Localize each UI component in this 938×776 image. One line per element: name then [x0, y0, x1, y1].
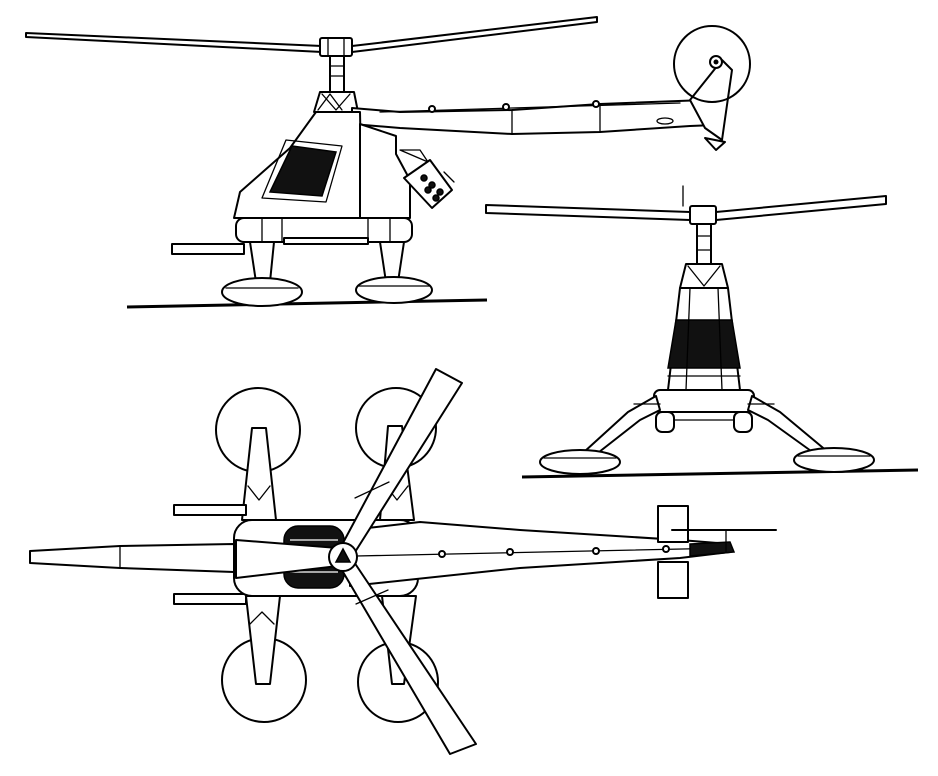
- side-view-rotor-blade-right: [351, 16, 598, 53]
- side-view-tail-boom: [351, 99, 716, 135]
- front-view-windshield: [667, 319, 741, 369]
- side-view-cabin-window: [268, 145, 337, 197]
- top-view-shaft-bearing: [438, 550, 446, 558]
- side-view-shaft-bearing: [592, 100, 600, 108]
- top-view-stabilizer-left: [657, 505, 689, 543]
- side-view-rotor-blade-left: [25, 32, 323, 53]
- side-view-main-rotor: [25, 16, 598, 57]
- side-view-landing-gear: [171, 217, 433, 307]
- side-view-engine-cylinder: [420, 174, 428, 182]
- top-view-main-rotor: [235, 368, 477, 755]
- side-view-engine: [403, 159, 455, 209]
- front-view-right-strut: [747, 395, 829, 457]
- side-view-rear-gear-leg: [379, 241, 405, 283]
- side-view-pylon-truss: [317, 93, 343, 111]
- front-view-lower-pod-left: [655, 411, 675, 433]
- front-view-fuselage: [653, 287, 755, 433]
- side-view-engine-cylinder: [424, 186, 432, 194]
- top-view-stabilizer-right: [657, 561, 689, 599]
- front-view-left-strut: [583, 395, 661, 457]
- front-view-rotor-blade-left: [485, 204, 691, 221]
- side-view-front-gear-leg: [249, 241, 275, 283]
- side-view: [25, 16, 751, 309]
- side-view-engine-cylinder: [428, 181, 436, 189]
- side-view-rotor-hub: [319, 37, 353, 57]
- top-view-fuselage-nose: [29, 543, 235, 573]
- front-view-cabin-edge: [717, 287, 723, 391]
- side-view-boom-vent: [656, 117, 674, 125]
- side-view-shaft-bearing: [502, 103, 510, 111]
- side-view-rotor-mast: [313, 55, 359, 113]
- top-view-shaft-bearing: [592, 547, 600, 555]
- front-view-mast-shaft: [696, 223, 712, 265]
- top-view-tail-cone: [689, 541, 736, 557]
- front-view-main-rotor: [485, 185, 887, 225]
- front-view-rotor-hub: [689, 205, 717, 225]
- top-view-spar-left: [173, 504, 247, 516]
- top-view-shaft-bearing: [662, 545, 670, 553]
- top-view-blade-root-mark: [354, 481, 390, 499]
- front-view-lower-hull: [653, 389, 755, 413]
- side-view-engine-cylinder: [432, 194, 440, 202]
- top-view: [29, 368, 777, 755]
- top-view-strut-detail: [247, 485, 271, 501]
- top-view-tail-boom: [349, 521, 736, 587]
- side-view-hull-keel: [283, 237, 369, 245]
- top-view-tail: [657, 505, 777, 599]
- front-view-right-float: [793, 447, 875, 473]
- front-view-left-float: [539, 449, 621, 475]
- top-view-shaft-bearing: [506, 548, 514, 556]
- side-view-tail-rotor-hub-center: [713, 59, 719, 65]
- side-view-ground-line: [126, 298, 488, 309]
- front-view-lower-pod-right: [733, 411, 753, 433]
- side-view-tail-rotor-disc: [673, 25, 751, 103]
- front-view: [485, 185, 919, 479]
- side-view-engine-block: [403, 159, 453, 209]
- side-view-exhaust-pipe: [443, 171, 455, 183]
- top-view-rotor-hub-center: [334, 547, 352, 563]
- front-view-rotor-blade-right: [715, 195, 887, 221]
- side-view-mast-shaft: [329, 55, 345, 93]
- top-view-spar-right: [173, 593, 247, 605]
- side-view-side-spar: [171, 243, 245, 255]
- side-view-rear-float: [355, 276, 433, 304]
- front-view-rotor-mast: [679, 223, 729, 289]
- side-view-engine-fairing: [399, 149, 429, 163]
- front-view-landing-gear: [539, 395, 875, 475]
- side-view-front-float: [221, 277, 303, 307]
- side-view-boom-body: [351, 99, 716, 135]
- side-view-rear-fuselage: [359, 123, 411, 219]
- front-view-pylon-truss: [687, 265, 721, 287]
- side-view-tail: [673, 25, 751, 151]
- front-view-mast-pylon: [679, 263, 729, 289]
- top-view-nose-boom: [29, 543, 235, 573]
- side-view-shaft-bearing: [428, 105, 436, 113]
- side-view-tail-skid: [704, 137, 726, 151]
- front-view-cabin-edge: [685, 287, 691, 391]
- top-view-strut-detail: [249, 611, 275, 625]
- side-view-window-frame: [261, 139, 343, 203]
- top-view-blade-root-mark: [355, 589, 389, 605]
- side-view-engine-cylinder: [436, 188, 444, 196]
